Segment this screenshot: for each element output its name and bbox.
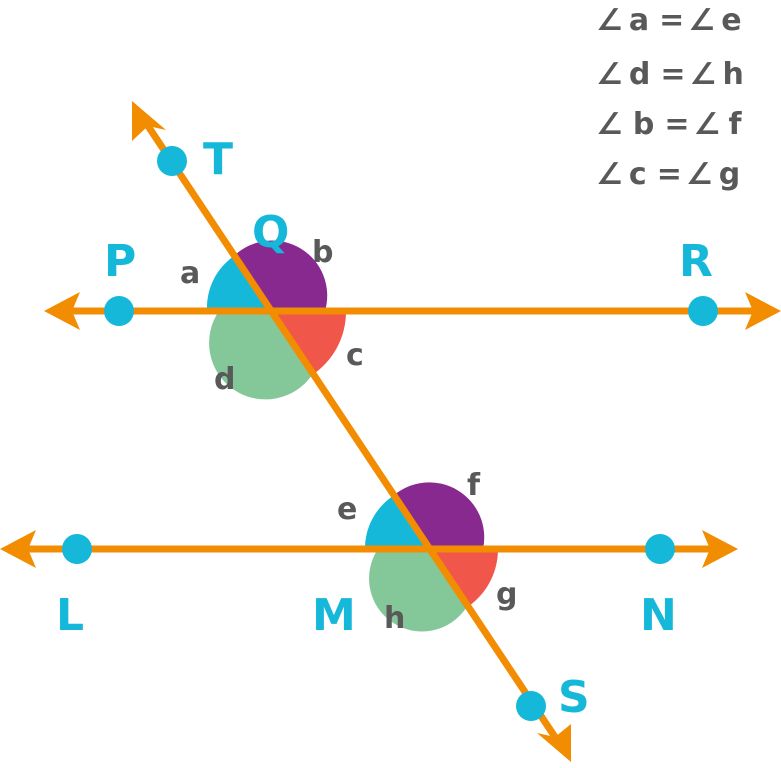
equals-sign: = — [657, 157, 682, 192]
line-ln-left-arrowhead — [0, 530, 36, 568]
transversal-ts — [132, 101, 571, 762]
angle-label-g: g — [496, 577, 517, 612]
svg-text:∠a=∠e: ∠a=∠e — [596, 3, 742, 38]
angle-label-e: e — [337, 492, 357, 527]
svg-text:∠c=∠g: ∠c=∠g — [596, 157, 740, 192]
label-s: S — [558, 672, 590, 723]
label-l: L — [56, 590, 84, 641]
angle-a-sector — [206, 256, 270, 311]
line-pr — [44, 292, 781, 330]
relation-row: ∠d=∠h — [596, 57, 744, 92]
angle-symbol: ∠ — [596, 107, 623, 142]
point-p — [104, 296, 134, 326]
angle-symbol: ∠ — [690, 57, 717, 92]
relation-right: f — [728, 107, 742, 142]
angle-g-sector — [428, 549, 499, 608]
angle-label-b: b — [312, 235, 333, 270]
relation-left: c — [629, 157, 647, 192]
relation-row: ∠a=∠e — [596, 3, 742, 38]
equals-sign: = — [664, 107, 689, 142]
angle-labels: a b c d e f g h — [180, 235, 517, 636]
angle-e-sector — [364, 496, 428, 549]
angle-symbol: ∠ — [596, 157, 623, 192]
label-n: N — [640, 590, 677, 641]
angles-at-m — [364, 482, 499, 632]
angle-label-c: c — [346, 338, 364, 373]
relation-left: b — [633, 107, 654, 142]
angle-symbol: ∠ — [694, 107, 721, 142]
label-q: Q — [252, 207, 289, 258]
point-n — [645, 534, 675, 564]
equals-sign: = — [660, 57, 685, 92]
relation-left: a — [629, 3, 649, 38]
angles-at-q — [206, 240, 347, 400]
equals-sign: = — [659, 3, 684, 38]
point-s — [516, 691, 546, 721]
angle-label-f: f — [467, 468, 481, 503]
angle-h-sector — [369, 549, 466, 632]
label-r: R — [679, 236, 713, 287]
angle-symbol: ∠ — [596, 57, 623, 92]
angle-relations: ∠a=∠e ∠d=∠h ∠b=∠f ∠c=∠g — [596, 3, 744, 192]
point-t — [157, 146, 187, 176]
angle-c-sector — [270, 311, 347, 375]
line-ln-right-arrowhead — [702, 530, 738, 568]
label-p: P — [104, 236, 136, 287]
relation-left: d — [629, 57, 650, 92]
angle-label-a: a — [180, 256, 200, 291]
angle-symbol: ∠ — [596, 3, 623, 38]
transversal-bottom-arrowhead — [537, 724, 571, 762]
point-r — [688, 296, 718, 326]
angle-label-d: d — [214, 362, 235, 397]
relation-right: e — [721, 3, 741, 38]
line-ln — [0, 530, 738, 568]
angle-f-sector — [393, 482, 485, 549]
label-m: M — [312, 590, 356, 641]
relation-right: g — [719, 157, 740, 192]
transversal-top-arrowhead — [132, 101, 166, 141]
line-pr-left-arrowhead — [44, 292, 80, 330]
points — [62, 146, 718, 721]
line-pr-right-arrowhead — [745, 292, 781, 330]
svg-text:∠b=∠f: ∠b=∠f — [596, 107, 742, 142]
relation-row: ∠b=∠f — [596, 107, 742, 142]
relation-row: ∠c=∠g — [596, 157, 740, 192]
angle-d-sector — [209, 311, 312, 400]
label-t: T — [203, 134, 233, 185]
angle-b-sector — [234, 240, 328, 311]
point-l — [62, 534, 92, 564]
relation-right: h — [722, 57, 743, 92]
angle-symbol: ∠ — [688, 3, 715, 38]
svg-text:∠d=∠h: ∠d=∠h — [596, 57, 744, 92]
angle-symbol: ∠ — [686, 157, 713, 192]
angle-label-h: h — [384, 601, 405, 636]
point-labels: T Q P R L M N S — [56, 134, 713, 723]
